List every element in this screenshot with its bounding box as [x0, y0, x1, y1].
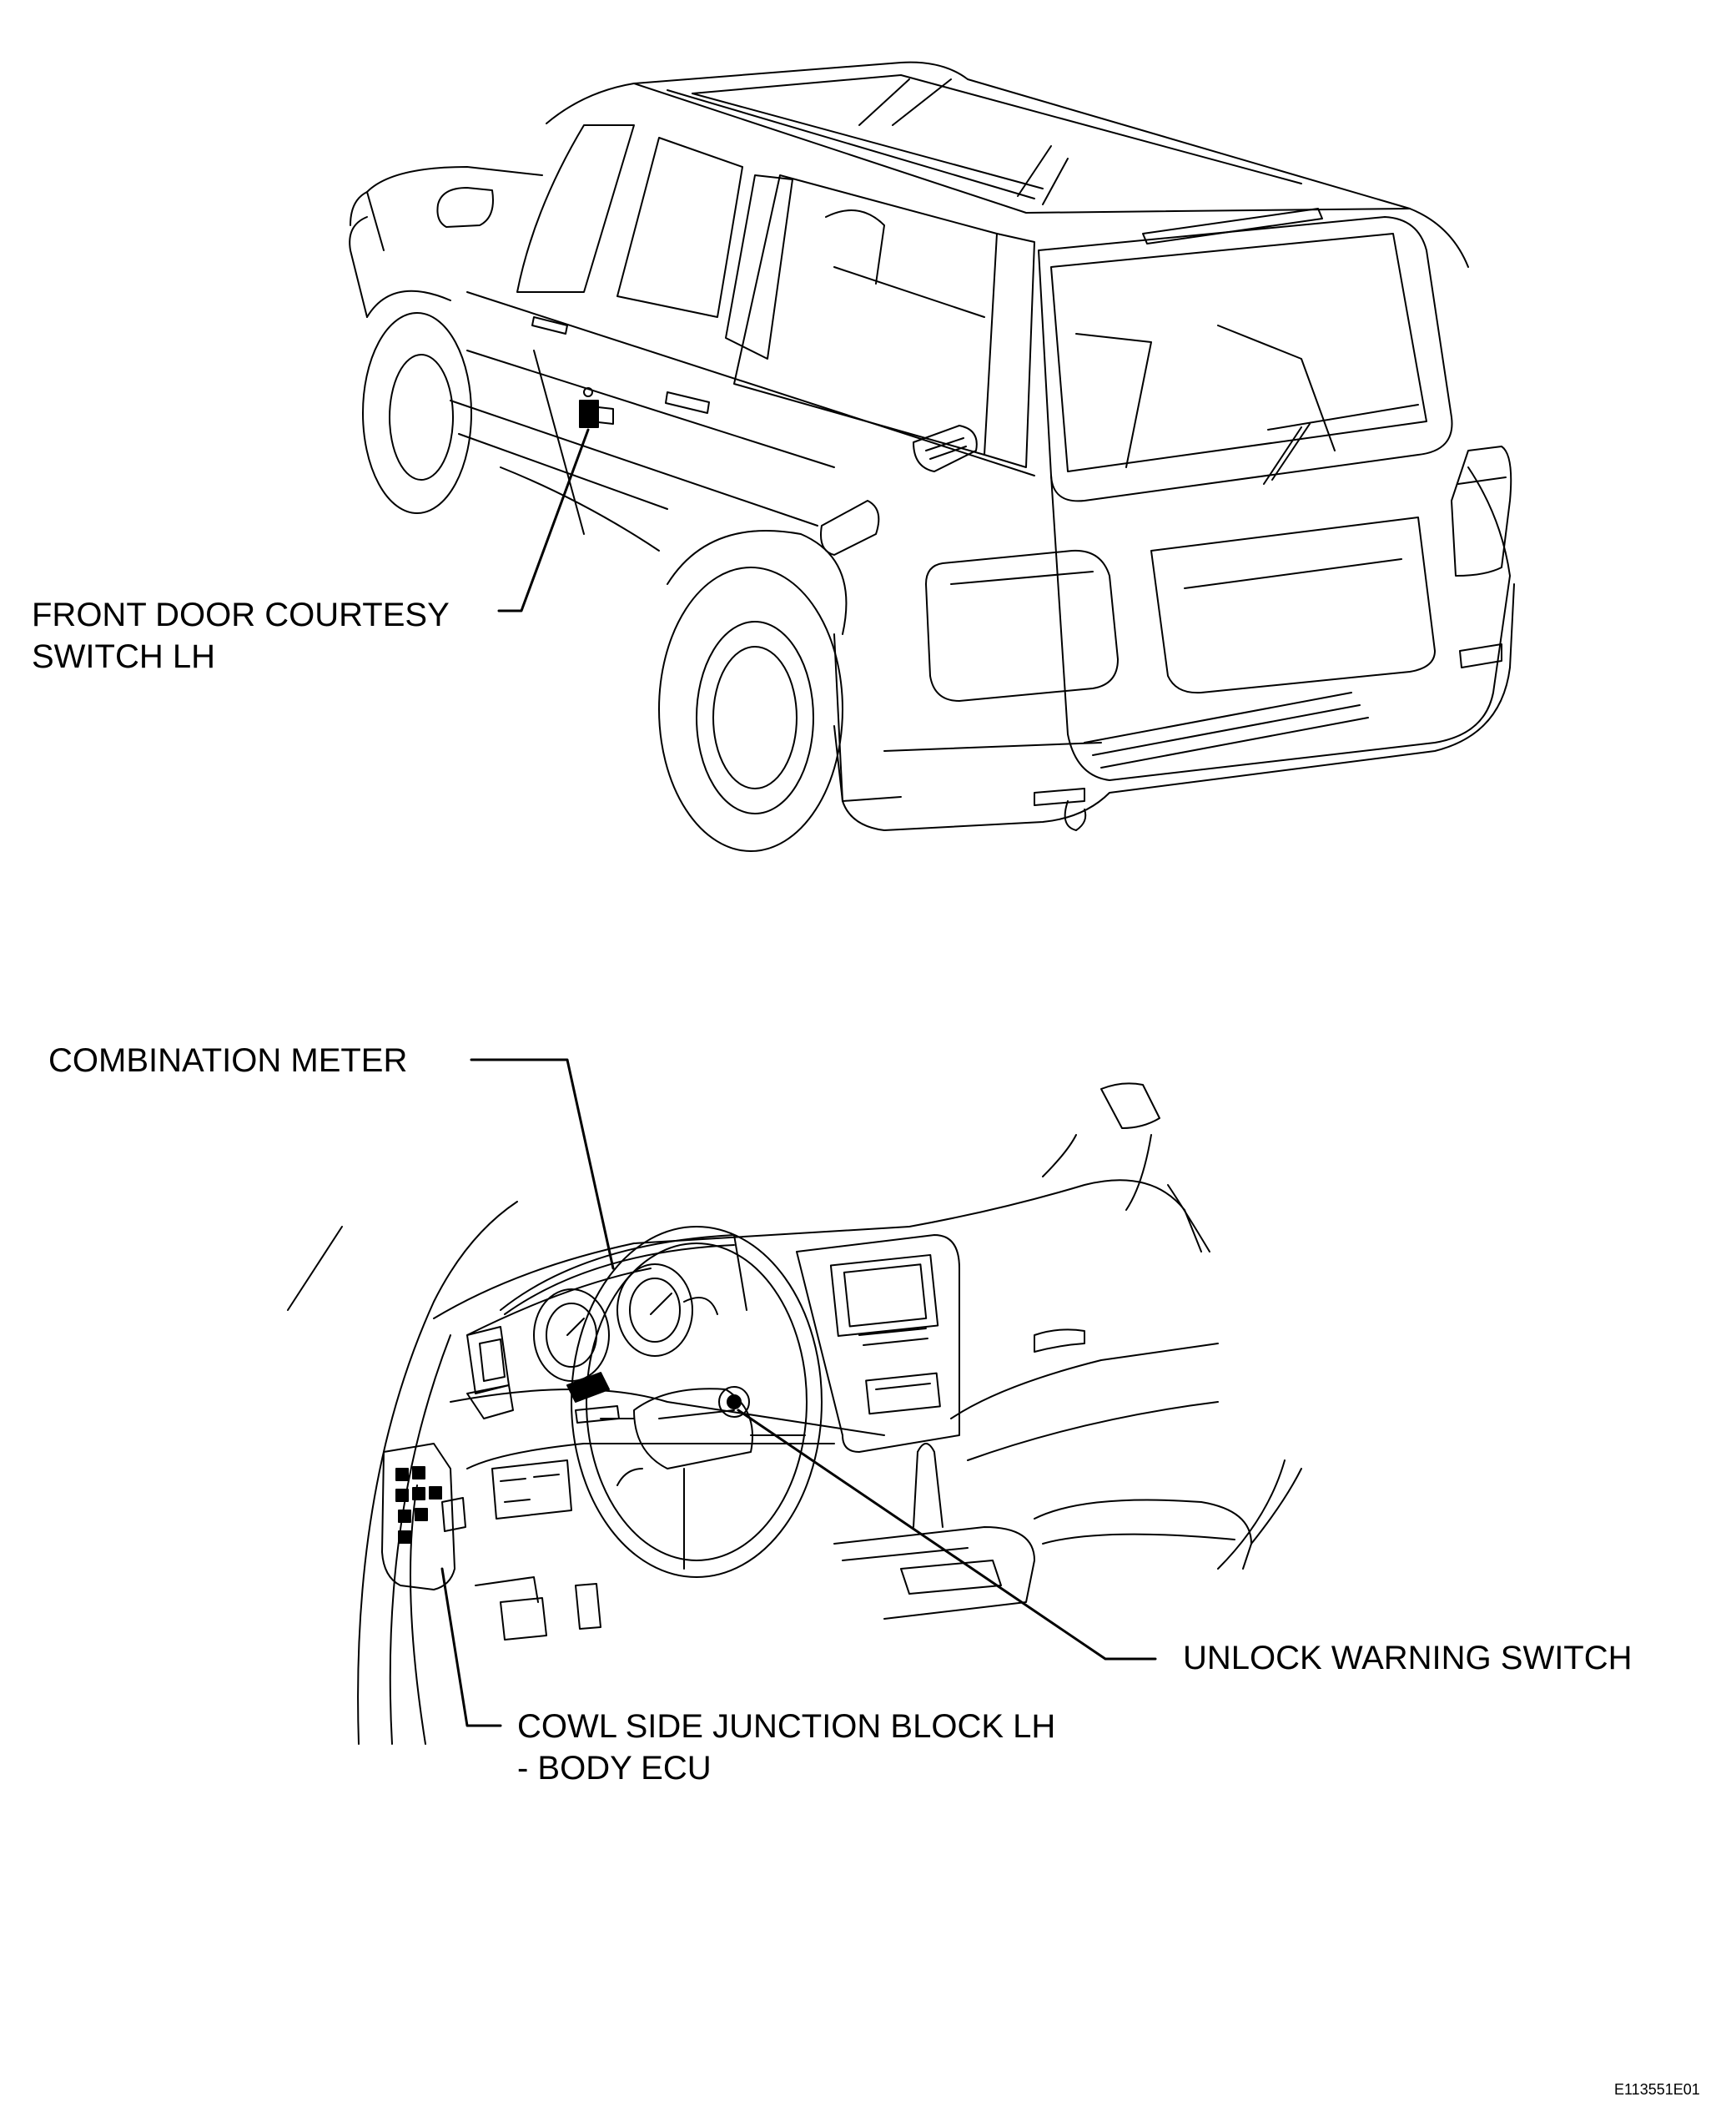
front-door-courtesy-switch-part — [579, 387, 614, 428]
label-unlock-warning-switch: UNLOCK WARNING SWITCH — [1183, 1640, 1633, 1676]
cowl-side-junction-block-part — [381, 1443, 466, 1590]
unlock-warning-switch-part — [718, 1386, 750, 1418]
label-cowl-side-junction-block-line1: COWL SIDE JUNCTION BLOCK LH — [517, 1708, 1056, 1745]
leader-unlock-warning-switch — [737, 1409, 1157, 1661]
leader-lines — [440, 428, 1157, 1727]
vehicle-illustration — [349, 61, 1515, 852]
label-front-door-courtesy-switch-line2: SWITCH LH — [32, 638, 215, 675]
leader-combination-meter — [470, 1058, 615, 1270]
label-cowl-side-junction-block: COWL SIDE JUNCTION BLOCK LH - BODY ECU — [517, 1706, 1055, 1789]
dashboard-illustration — [287, 1082, 1302, 1745]
leader-front-door-courtesy-switch — [497, 428, 590, 612]
label-front-door-courtesy-switch-line1: FRONT DOOR COURTESY — [32, 597, 450, 633]
label-cowl-side-junction-block-line2: - BODY ECU — [517, 1750, 712, 1787]
figure-code: E113551E01 — [1614, 2081, 1700, 2098]
leader-cowl-side-junction-block — [440, 1567, 502, 1727]
label-front-door-courtesy-switch: FRONT DOOR COURTESY SWITCH LH — [32, 594, 450, 678]
label-combination-meter: COMBINATION METER — [48, 1042, 408, 1079]
